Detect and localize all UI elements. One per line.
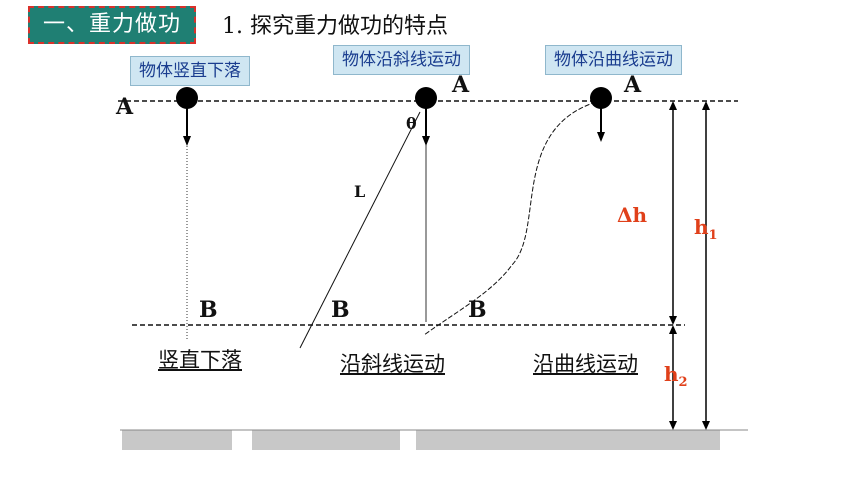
ball-vertical (176, 87, 198, 109)
point-b-right: B (468, 297, 487, 323)
gravity-arrowhead-incline (422, 136, 430, 146)
point-b-mid: B (331, 297, 350, 323)
ground-segment-3 (416, 430, 720, 450)
page-heading: 1. 探究重力做功的特点 (222, 14, 448, 39)
curve-path (423, 101, 597, 336)
h1-arrowhead-top (702, 101, 710, 110)
point-a-mid: A (452, 72, 470, 98)
delta-h-label: Δh (617, 203, 648, 227)
caption-curve: 沿曲线运动 (533, 352, 638, 376)
h2-label: h2 (664, 362, 688, 390)
length-label: L (354, 182, 366, 201)
delta-h-arrowhead-top (669, 101, 677, 110)
h1-arrowhead-bottom (702, 421, 710, 430)
section-badge: 一、重力做功 (28, 6, 196, 44)
ball-incline (415, 87, 437, 109)
label-box-vertical: 物体竖直下落 (130, 56, 250, 86)
label-box-incline: 物体沿斜线运动 (333, 45, 470, 75)
point-b-left: B (199, 297, 218, 323)
incline-path (299, 111, 421, 349)
label-box-curve: 物体沿曲线运动 (545, 45, 682, 75)
ball-curve (590, 87, 612, 109)
gravity-arrowhead-vertical (183, 136, 191, 146)
h2-arrowhead-top (669, 325, 677, 334)
gravity-arrowhead-curve (597, 132, 605, 142)
angle-theta: θ (406, 114, 417, 133)
h2-arrowhead-bottom (669, 421, 677, 430)
ground-segment-1 (122, 430, 232, 450)
caption-incline: 沿斜线运动 (340, 352, 445, 376)
delta-h-arrowhead-bottom (669, 316, 677, 325)
caption-vertical: 竖直下落 (158, 348, 242, 372)
point-a-left: A (116, 94, 134, 120)
ground-segment-2 (252, 430, 400, 450)
h1-label: h1 (694, 215, 718, 243)
point-a-right: A (624, 72, 642, 98)
